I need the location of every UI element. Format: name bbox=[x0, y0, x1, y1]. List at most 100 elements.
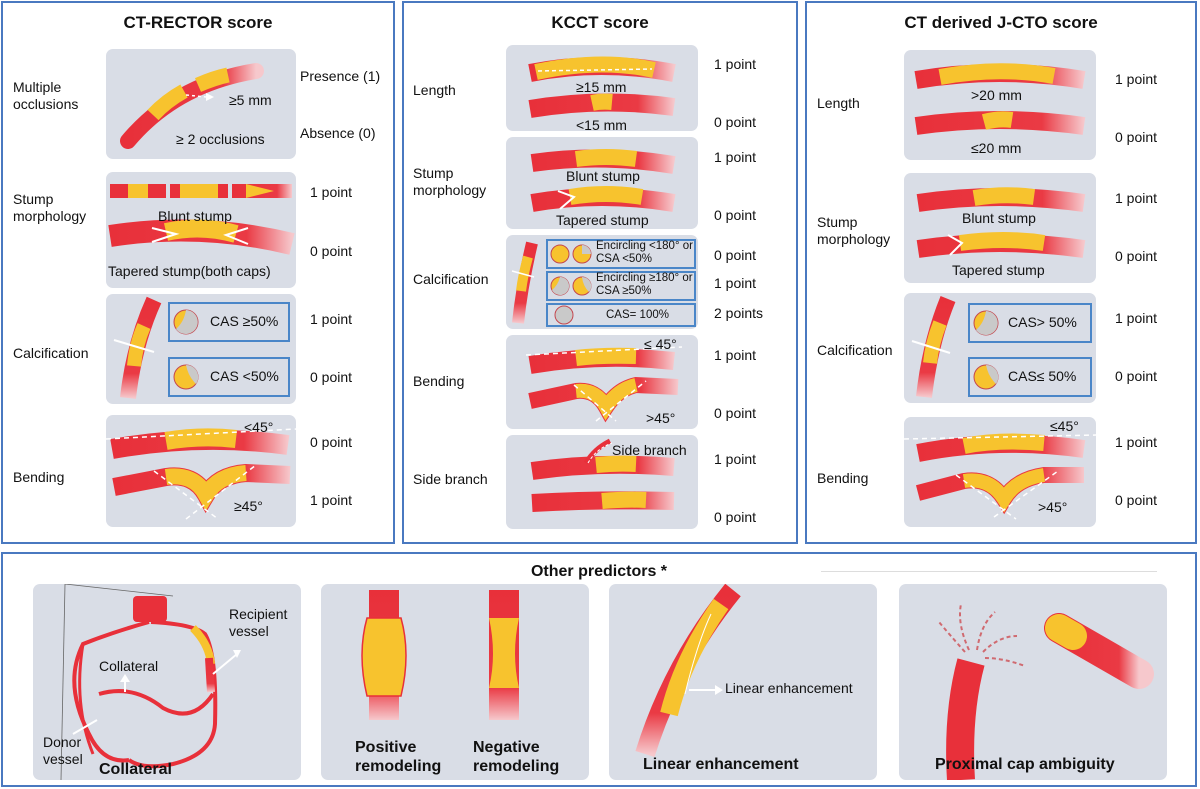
rector-cas2-text: CAS <50% bbox=[210, 368, 279, 384]
proximal-caption: Proximal cap ambiguity bbox=[935, 756, 1115, 773]
kcct-bend-p1: 1 point bbox=[714, 347, 757, 363]
rector-calcification-label: Calcification bbox=[13, 345, 89, 361]
jcto-title: CT derived J-CTO score bbox=[904, 13, 1098, 32]
jcto-bend-large: >45° bbox=[1038, 499, 1068, 515]
jcto-cas1-text: CAS> 50% bbox=[1008, 314, 1077, 330]
negative-caption: Negative remodeling bbox=[473, 739, 560, 775]
kcct-bend-vessels bbox=[525, 346, 683, 423]
kcct-calc-label: Calcification bbox=[413, 271, 489, 287]
kcct-stump-vessels bbox=[530, 149, 676, 212]
jcto-bend-box: ≤45° >45° bbox=[904, 417, 1096, 527]
rector-calc-box: CAS ≥50% CAS <50% bbox=[106, 294, 296, 404]
absence-text: Absence (0) bbox=[300, 125, 376, 141]
jcto-bend-p1: 1 point bbox=[1115, 434, 1158, 450]
jcto-tapered-text: Tapered stump bbox=[952, 262, 1045, 278]
kcct-calc-vessel bbox=[511, 241, 538, 324]
kcct-calc-box: Encircling <180° or CSA <50% Encircling … bbox=[506, 235, 698, 329]
rector-bend-vessels bbox=[106, 428, 296, 520]
ct-rector-title: CT-RECTOR score bbox=[123, 13, 273, 32]
rector-stump-p1: 1 point bbox=[310, 184, 353, 200]
rector-cas1-box bbox=[168, 302, 290, 342]
kcct-calc-c-text: CAS= 100% bbox=[606, 309, 669, 321]
kcct-calc-p2: 2 points bbox=[714, 305, 764, 321]
kcct-length-vessels bbox=[528, 56, 676, 118]
recipient-text: Recipient vessel bbox=[229, 606, 288, 639]
kcct-panel: KCCT score Length ≥15 mm <15 mm 1 point … bbox=[402, 1, 798, 544]
kcct-stump-p0: 0 point bbox=[714, 207, 757, 223]
jcto-len-short: ≤20 mm bbox=[971, 140, 1022, 156]
rector-tapered-text: Tapered stump(both caps) bbox=[108, 263, 271, 279]
donor-text: Donor vessel bbox=[43, 734, 83, 767]
rector-calc-vessel bbox=[113, 296, 162, 399]
kcct-side-p0: 0 point bbox=[714, 509, 757, 525]
kcct-calc-p1: 1 point bbox=[714, 275, 757, 291]
collateral-box: Recipient vessel Collateral Donor vessel… bbox=[33, 584, 301, 780]
remodeling-box: Positive remodeling Negative remodeling bbox=[321, 584, 589, 780]
kcct-title: KCCT score bbox=[551, 13, 649, 32]
linear-arrow-text: Linear enhancement bbox=[725, 680, 853, 696]
jcto-len-p1: 1 point bbox=[1115, 71, 1158, 87]
multiple-distance-text: ≥5 mm bbox=[229, 92, 272, 108]
kcct-stump-p1: 1 point bbox=[714, 149, 757, 165]
ct-rector-panel: CT-RECTOR score Multiple occlusions ≥5 m… bbox=[1, 1, 395, 544]
kcct-len-p1: 1 point bbox=[714, 56, 757, 72]
jcto-blunt-text: Blunt stump bbox=[962, 210, 1036, 226]
jcto-stump-vessels bbox=[916, 187, 1086, 258]
rector-bend-p0: 0 point bbox=[310, 434, 353, 450]
kcct-calc-a-text: Encircling <180° or CSA <50% bbox=[596, 240, 693, 265]
rector-bend-p1: 1 point bbox=[310, 492, 353, 508]
jcto-length-label: Length bbox=[817, 95, 860, 111]
jcto-bend-vessels bbox=[904, 433, 1096, 520]
kcct-length-box: ≥15 mm <15 mm bbox=[506, 45, 698, 133]
rector-bend-large: ≥45° bbox=[234, 498, 263, 514]
jcto-bend-p0: 0 point bbox=[1115, 492, 1158, 508]
kcct-stump-label: Stump morphology bbox=[413, 165, 487, 198]
proximal-figure bbox=[938, 603, 1154, 780]
jcto-bend-small: ≤45° bbox=[1050, 418, 1079, 434]
jcto-len-long: >20 mm bbox=[971, 87, 1022, 103]
jcto-stump-p0: 0 point bbox=[1115, 248, 1158, 264]
rector-calc-p1: 1 point bbox=[310, 311, 353, 327]
kcct-bend-box: ≤ 45° >45° bbox=[506, 335, 698, 429]
linear-figure bbox=[635, 584, 741, 757]
stump-morphology-label: Stump morphology bbox=[13, 191, 87, 224]
multiple-count-text: ≥ 2 occlusions bbox=[176, 131, 265, 147]
kcct-calc-b-box bbox=[546, 271, 696, 301]
remodeling-figure bbox=[361, 590, 519, 720]
jcto-bend-label: Bending bbox=[817, 470, 869, 486]
kcct-blunt-text: Blunt stump bbox=[566, 168, 640, 184]
multiple-occlusions-label: Multiple occlusions bbox=[13, 79, 79, 112]
jcto-length-vessels bbox=[914, 63, 1086, 135]
jcto-calc-p1: 1 point bbox=[1115, 310, 1158, 326]
positive-caption: Positive remodeling bbox=[355, 739, 442, 775]
kcct-bend-p0: 0 point bbox=[714, 405, 757, 421]
jcto-cas2-text: CAS≤ 50% bbox=[1008, 368, 1077, 384]
rector-bend-box: <45° ≥45° bbox=[106, 415, 296, 527]
stump-vessels bbox=[108, 184, 295, 255]
rector-calc-p0: 0 point bbox=[310, 369, 353, 385]
kcct-stump-box: Blunt stump Tapered stump bbox=[506, 137, 698, 229]
jcto-calc-box: CAS> 50% CAS≤ 50% bbox=[904, 293, 1096, 403]
multiple-occlusions-vessel bbox=[120, 63, 264, 149]
kcct-calc-a-box bbox=[546, 239, 696, 269]
title-rule bbox=[821, 571, 1157, 572]
jcto-panel: CT derived J-CTO score Length >20 mm ≤20… bbox=[805, 1, 1197, 544]
kcct-calc-b-text: Encircling ≥180° or CSA ≥50% bbox=[596, 272, 693, 297]
rector-bend-small: <45° bbox=[244, 419, 274, 435]
rector-stump-p0: 0 point bbox=[310, 243, 353, 259]
linear-box: Linear enhancement Linear enhancement bbox=[609, 584, 877, 780]
jcto-calc-vessel bbox=[911, 295, 956, 398]
kcct-len-long: ≥15 mm bbox=[576, 79, 627, 95]
jcto-len-p0: 0 point bbox=[1115, 129, 1158, 145]
linear-caption: Linear enhancement bbox=[643, 756, 799, 773]
presence-text: Presence (1) bbox=[300, 68, 381, 84]
kcct-side-p1: 1 point bbox=[714, 451, 757, 467]
kcct-side-box: Side branch bbox=[506, 435, 698, 529]
other-predictors-panel: Other predictors * Recipient vessel Coll… bbox=[1, 552, 1197, 787]
rector-blunt-text: Blunt stump bbox=[158, 208, 232, 224]
rector-cas1-text: CAS ≥50% bbox=[210, 313, 279, 329]
jcto-stump-label: Stump morphology bbox=[817, 214, 891, 247]
kcct-side-text: Side branch bbox=[612, 442, 687, 458]
kcct-side-label: Side branch bbox=[413, 471, 488, 487]
proximal-box: Proximal cap ambiguity bbox=[899, 584, 1167, 780]
